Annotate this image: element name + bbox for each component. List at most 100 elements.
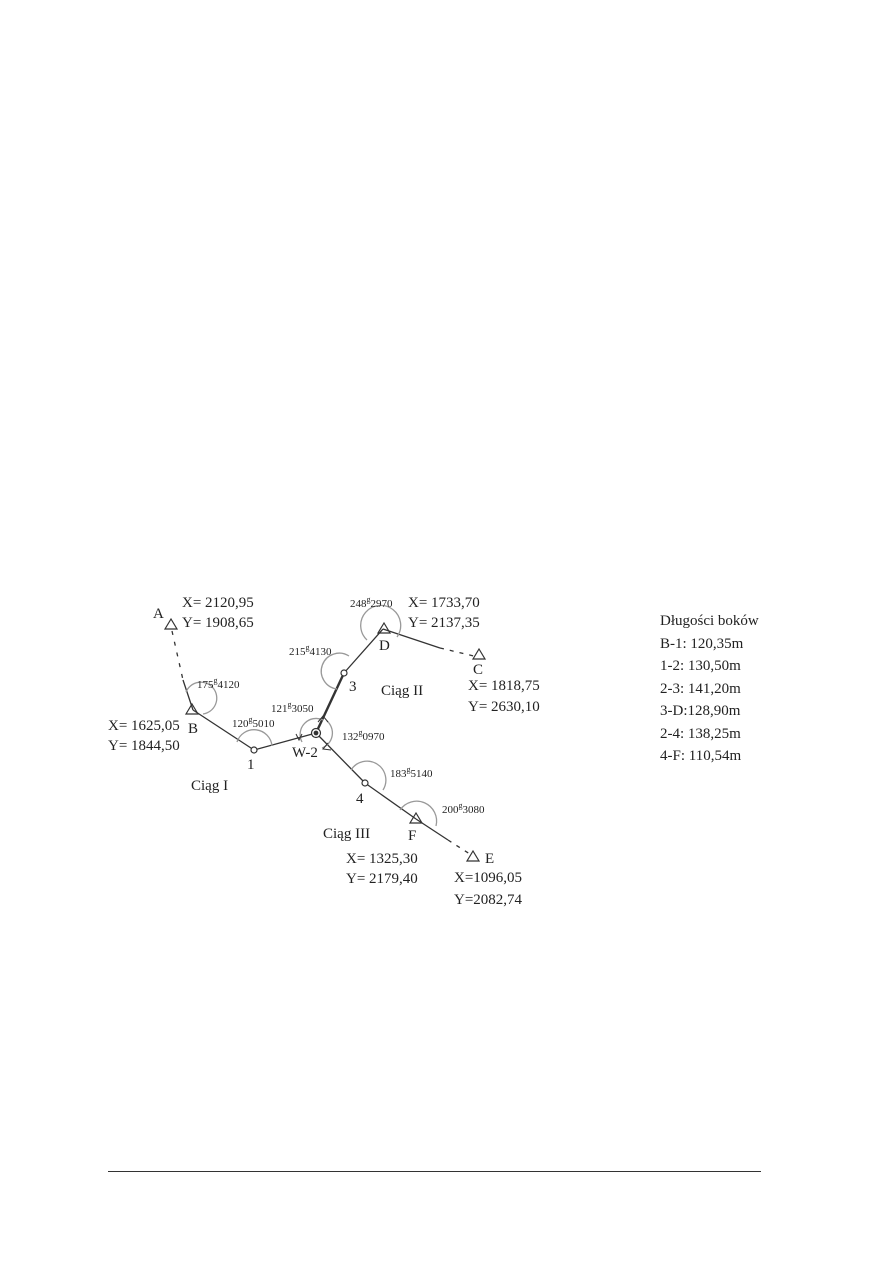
angle-D: 248g2970 [350, 595, 393, 610]
line-4-F [364, 782, 417, 820]
triangle-C [471, 647, 487, 660]
side-length-item: B-1: 120,35m [660, 635, 744, 652]
coord-A-x: X= 2120,95 [182, 595, 254, 611]
coord-B-x: X= 1625,05 [108, 718, 180, 734]
point-3 [340, 669, 348, 677]
line-W2-3 [314, 672, 346, 734]
angle-4-sup: g [407, 765, 411, 774]
line-A-B [171, 630, 184, 681]
triangle-F [408, 811, 424, 824]
arrow-marks [295, 715, 332, 751]
side-length-item: 2-4: 138,25m [660, 725, 741, 742]
arrow-W2-left [295, 733, 303, 742]
line-W2-4 [315, 732, 366, 784]
coord-E-x: X=1096,05 [454, 870, 522, 886]
side-length-item: 4-F: 110,54m [660, 748, 742, 764]
coord-F-y: Y= 2179,40 [346, 871, 418, 887]
label-W2: W-2 [292, 745, 318, 761]
arc-1 [236, 729, 273, 747]
line-F-E-dashed [447, 839, 474, 857]
triangle-D [376, 621, 392, 634]
angle-4-min: 5140 [411, 768, 434, 780]
angle-W2-left-sup: g [288, 700, 292, 709]
label-4: 4 [356, 791, 364, 807]
traverse-lines [171, 628, 479, 857]
coordinates: X= 2120,95 Y= 1908,65 X= 1625,05 Y= 1844… [108, 595, 540, 908]
traverse-points [250, 669, 369, 787]
label-C: C [473, 662, 483, 678]
angle-1-min: 5010 [253, 718, 276, 730]
label-F: F [408, 828, 416, 844]
angle-1-deg: 120 [232, 718, 249, 730]
angle-3-deg: 215 [289, 646, 306, 658]
angle-F-sup: g [459, 801, 463, 810]
triangle-B [184, 702, 200, 715]
coord-C-y: Y= 2630,10 [468, 699, 540, 715]
line-D-C-dashed [439, 647, 479, 658]
angle-F: 200g3080 [442, 801, 485, 816]
side-lengths-list: Długości boków B-1: 120,35m 1-2: 130,50m… [660, 610, 759, 768]
triangle-A [163, 617, 179, 630]
angle-D-deg: 248 [350, 598, 367, 610]
side-length-item: 3-D:128,90m [660, 703, 741, 719]
line-1-W2 [253, 732, 317, 751]
line-D-C-solid [382, 628, 441, 649]
point-W2-inner [313, 730, 319, 736]
angle-3: 215g4130 [289, 643, 332, 658]
angle-B-sup: g [214, 676, 218, 685]
footer-rule [108, 1171, 761, 1172]
label-3: 3 [349, 679, 357, 695]
label-B: B [188, 721, 198, 737]
traverse-label-I: Ciąg I [191, 778, 228, 794]
angle-W2-left: 121g3050 [271, 700, 314, 715]
angle-W2-left-min: 3050 [292, 703, 315, 715]
point-1 [250, 746, 258, 754]
arc-D [360, 604, 402, 641]
arrow-W2-top [317, 715, 329, 723]
arc-B [185, 681, 218, 715]
traverse-label-II: Ciąg II [381, 683, 423, 699]
angle-4: 183g5140 [390, 765, 433, 780]
arc-3 [320, 652, 350, 690]
angle-values: 175g4120 120g5010 121g3050 132g0970 215g… [197, 595, 485, 816]
angle-3-sup: g [306, 643, 310, 652]
angle-W2-right-sup: g [359, 728, 363, 737]
coord-D-y: Y= 2137,35 [408, 615, 480, 631]
angle-D-sup: g [367, 595, 371, 604]
label-E: E [485, 851, 494, 867]
line-B-1 [192, 709, 255, 751]
angle-W2-right-deg: 132 [342, 731, 359, 743]
point-4 [361, 779, 369, 787]
point-names: A B 1 W-2 3 D C 4 F E [153, 606, 494, 867]
angle-F-deg: 200 [442, 804, 459, 816]
angle-W2-right-min: 0970 [363, 731, 386, 743]
angle-arcs [185, 604, 438, 827]
angle-1: 120g5010 [232, 715, 275, 730]
coord-D-x: X= 1733,70 [408, 595, 480, 611]
angle-B-min: 4120 [218, 679, 241, 691]
angle-W2-left-deg: 121 [271, 703, 288, 715]
coord-B-y: Y= 1844,50 [108, 738, 180, 754]
angle-1-sup: g [249, 715, 253, 724]
angle-B: 175g4120 [197, 676, 240, 691]
arrow-W2-bottom [322, 742, 332, 751]
label-1: 1 [247, 757, 255, 773]
angle-3-min: 4130 [310, 646, 333, 658]
angle-4-deg: 183 [390, 768, 407, 780]
traverse-names: Ciąg I Ciąg II Ciąg III [191, 683, 423, 842]
control-points [163, 617, 487, 862]
coord-C-x: X= 1818,75 [468, 678, 540, 694]
angle-D-min: 2970 [371, 598, 394, 610]
angle-W2-right: 132g0970 [342, 728, 385, 743]
coord-E-y: Y=2082,74 [454, 892, 523, 908]
triangle-E [465, 849, 481, 862]
side-lengths-title: Długości boków [660, 613, 759, 629]
angle-F-min: 3080 [463, 804, 486, 816]
label-A: A [153, 606, 164, 622]
line-3-D [343, 628, 384, 674]
side-length-item: 2-3: 141,20m [660, 680, 741, 697]
arc-F [399, 800, 438, 827]
angle-B-deg: 175 [197, 679, 214, 691]
arc-4 [350, 760, 387, 791]
